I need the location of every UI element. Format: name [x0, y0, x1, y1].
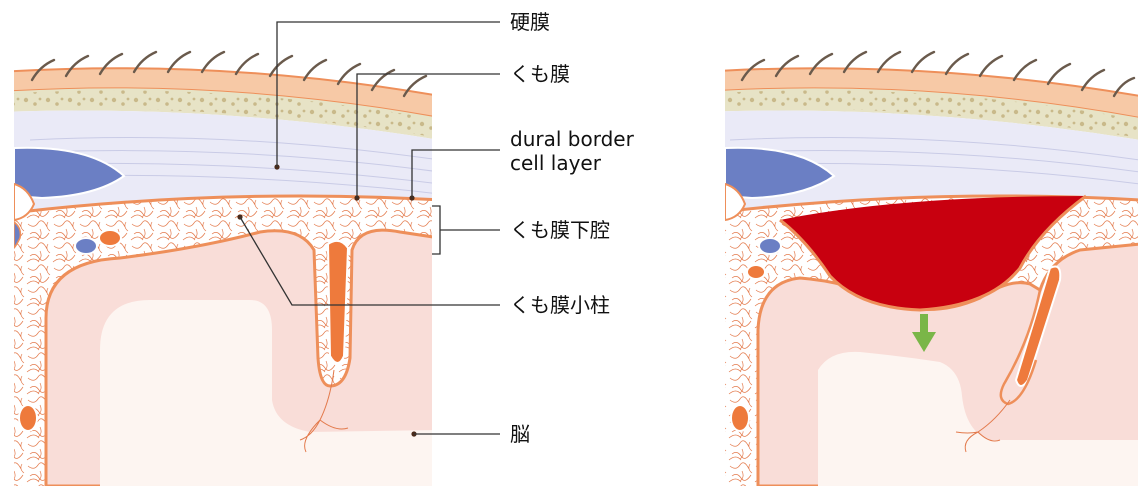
label-brain: 脳	[510, 422, 530, 446]
sulcal-artery	[328, 241, 348, 363]
artery-vessel-lower	[19, 405, 37, 431]
right-panel	[700, 40, 1138, 486]
label-trabecula: くも膜小柱	[510, 293, 610, 317]
label-arachnoid: くも膜	[510, 62, 570, 86]
vein-vessel	[75, 238, 97, 254]
label-dbcl-line1: dural border	[510, 127, 635, 151]
label-dbcl-line2: cell layer	[510, 151, 602, 175]
left-panel	[0, 40, 440, 486]
artery-vessel	[99, 230, 121, 246]
label-dura: 硬膜	[510, 10, 550, 34]
label-subarachnoid: くも膜下腔	[510, 218, 610, 242]
